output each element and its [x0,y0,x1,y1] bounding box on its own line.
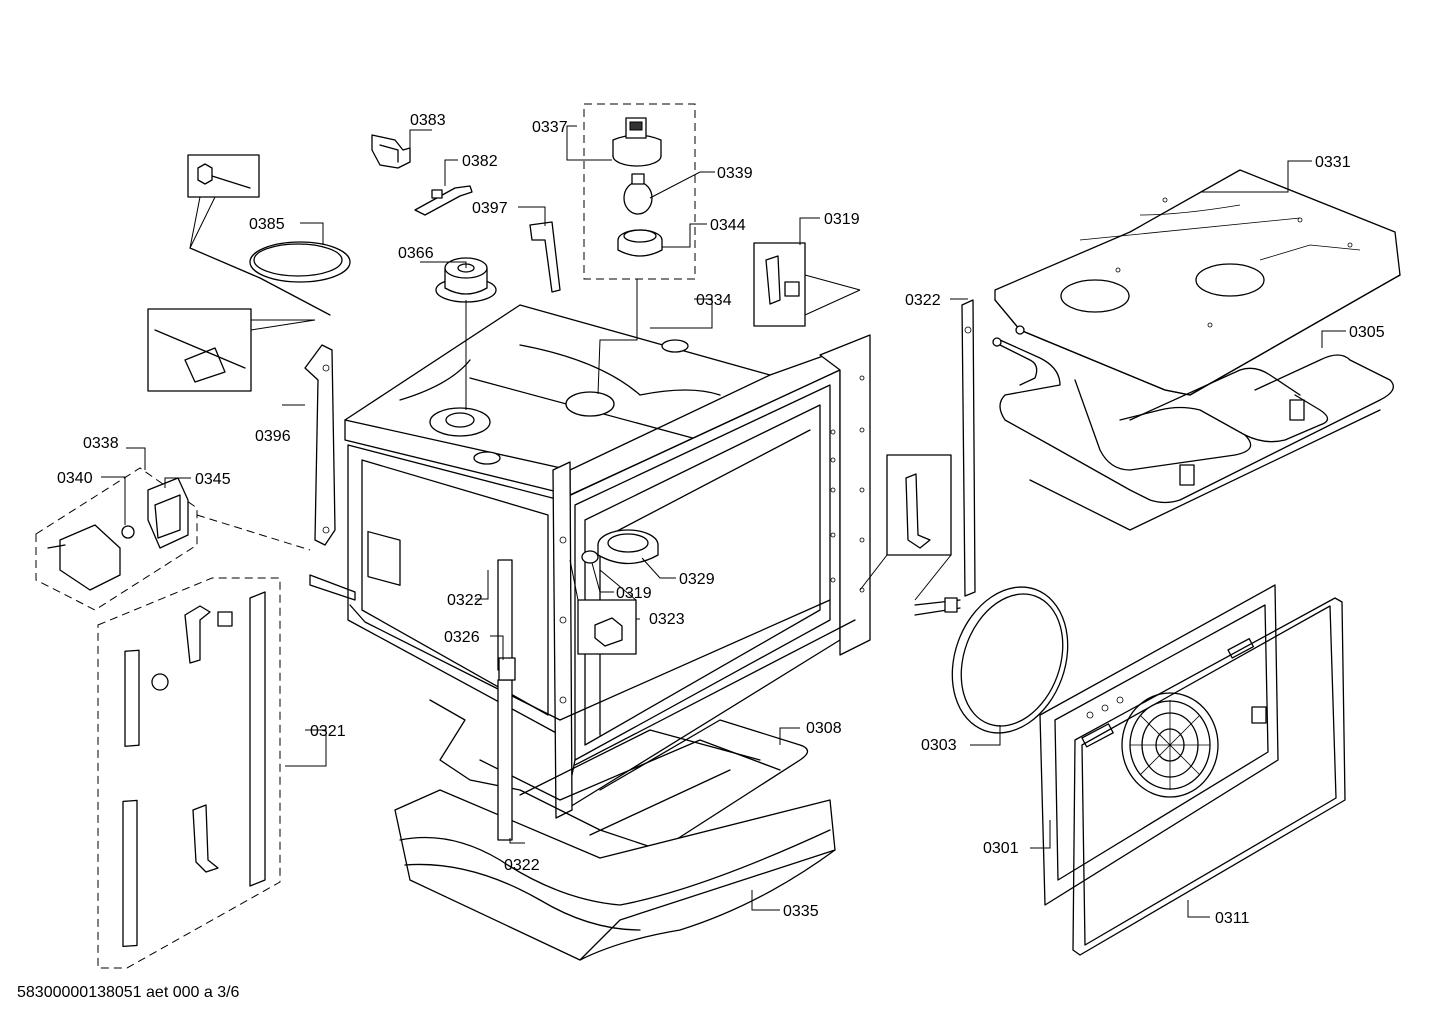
callout-0397: 0397 [472,200,508,217]
callout-0344: 0344 [710,217,746,234]
callout-0337: 0337 [532,119,568,136]
leader-lines [101,125,1346,918]
bottom-heater-0308 [429,699,809,851]
parts-kit-0321 [97,577,281,969]
callout-0319-top: 0319 [824,211,860,228]
callout-0322-mid: 0322 [447,592,483,609]
callout-0334: 0334 [696,292,732,309]
callout-0338: 0338 [83,435,119,452]
bracket-0383 [371,134,411,169]
callout-0326: 0326 [444,629,480,646]
callout-0311: 0311 [1215,910,1250,927]
bracket-0319-right [753,242,861,327]
insulation-0335 [394,789,836,961]
rear-panel-0301 [1039,584,1279,906]
switch-group-0338 [35,467,311,611]
callout-0321: 0321 [310,723,346,740]
strip-0322-front [497,559,516,841]
callout-0331: 0331 [1315,154,1351,171]
callout-0329: 0329 [679,571,715,588]
callout-0396: 0396 [255,428,291,445]
callout-labels: 0383 0382 0337 0339 0331 0385 0397 0344 … [57,112,1385,927]
callout-0322-bottom: 0322 [504,857,540,874]
grill-element-0305 [992,325,1394,531]
bushing-0319 [581,550,599,564]
callout-0301: 0301 [983,840,1019,857]
fan-heater-ring-0303 [914,586,1069,734]
bracket-0397 [529,221,561,293]
callout-0305: 0305 [1349,324,1385,341]
hinge-bracket-0396 [304,344,336,546]
bracket-0382 [414,185,473,216]
clip-0323 [569,559,637,655]
oven-lamp-0337 [583,103,696,280]
fan-bracket-0329 [597,529,659,565]
temperature-sensor-0385 [147,154,351,392]
fan-cover-0366 [435,257,497,303]
callout-0339: 0339 [717,165,753,182]
callout-0340: 0340 [57,470,93,487]
top-cover-0331 [994,169,1401,396]
side-seal-0322 [961,299,976,597]
bracket-0319-side [859,454,952,601]
callout-0319-front: 0319 [616,585,652,602]
callout-0308: 0308 [806,720,842,737]
callout-0322-right: 0322 [905,292,941,309]
callout-0385: 0385 [249,216,285,233]
drawing-reference-footer: 58300000138051 aet 000 a 3/6 [17,984,240,1001]
callout-0366: 0366 [398,245,434,262]
callout-0383: 0383 [410,112,446,129]
callout-0323: 0323 [649,611,685,628]
callout-0335: 0335 [783,903,819,920]
door-seal-0311 [1072,597,1346,956]
callout-0303: 0303 [921,737,957,754]
callout-0382: 0382 [462,153,498,170]
callout-0345: 0345 [195,471,231,488]
